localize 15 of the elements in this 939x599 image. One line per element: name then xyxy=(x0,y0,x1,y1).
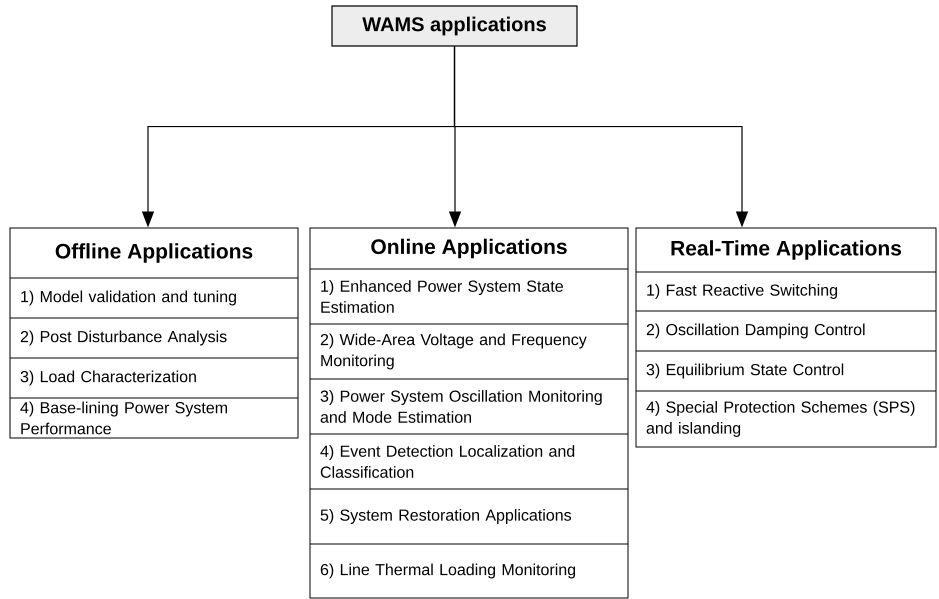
item-box: 1) Enhanced Power System State Estimation xyxy=(310,268,628,324)
item-box: 3) Power System Oscillation Monitoring and Mode Estimation xyxy=(310,378,628,434)
item-box: 6) Line Thermal Loading Monitoring xyxy=(310,543,628,598)
item-box: 4) Base-lining Power System Performance xyxy=(10,397,298,438)
item-box: 2) Oscillation Damping Control xyxy=(636,310,936,352)
item-box: 4) Special Protection Schemes (SPS) and islanding xyxy=(636,390,936,448)
item-box: 2) Wide-Area Voltage and Frequency Monitoring xyxy=(310,324,628,380)
item-box: 1) Fast Reactive Switching xyxy=(636,271,936,312)
item-box: 4) Event Detection Localization and Classification xyxy=(310,433,628,490)
item-box: 3) Equilibrium State Control xyxy=(636,350,936,392)
item-box: 3) Load Characterization xyxy=(10,357,298,398)
item-box: 2) Post Disturbance Analysis xyxy=(10,317,298,358)
title-box: WAMS applications xyxy=(331,5,578,47)
item-box: 5) System Restoration Applications xyxy=(310,488,628,544)
item-box: 1) Model validation and tuning xyxy=(10,278,298,318)
